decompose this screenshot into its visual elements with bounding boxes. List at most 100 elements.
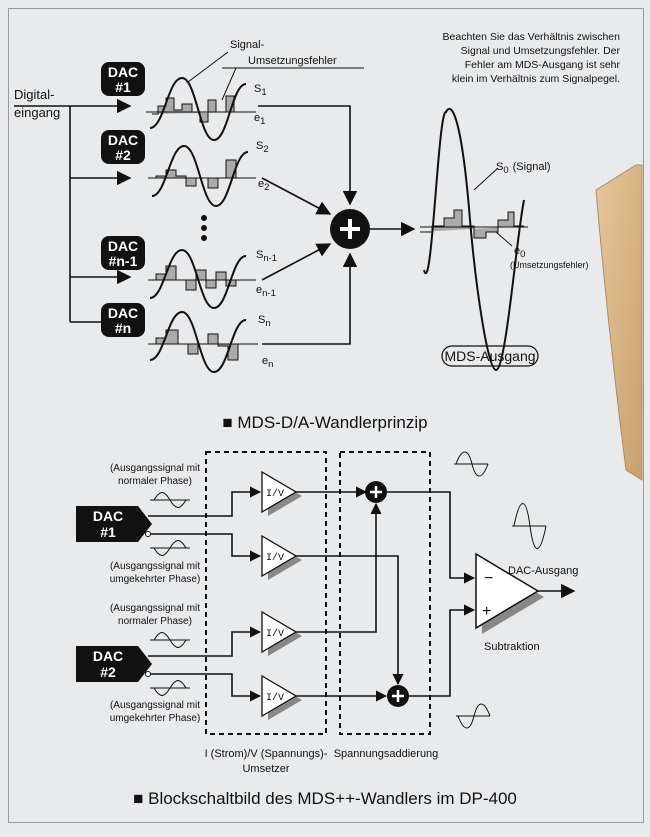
sn-label: Sn <box>258 314 271 329</box>
iv-amp-2: I/V <box>261 534 302 580</box>
svg-text:#2: #2 <box>115 147 131 163</box>
sum-wire-4 <box>262 252 358 345</box>
digital-input-label-2: eingang <box>14 105 60 120</box>
svg-text:DAC: DAC <box>108 305 138 321</box>
signal-leader <box>187 51 229 83</box>
svg-text:#n: #n <box>115 320 131 336</box>
bottom-caption: ■ Blockschaltbild des MDS++-Wandlers im … <box>133 789 517 808</box>
e1-label: e1 <box>254 112 265 127</box>
en-label: en <box>262 355 273 370</box>
note-line-4: klein im Verhältnis zum Signalpegel. <box>452 73 620 85</box>
e0-leader <box>495 231 513 247</box>
waveform-dac-2 <box>148 144 256 208</box>
wood-panel <box>595 164 643 481</box>
svg-text:I/V: I/V <box>266 552 284 564</box>
s0-label: S0(Signal) <box>496 161 551 176</box>
iv-amp-4: I/V <box>261 674 302 720</box>
mds-block-diagram: (Ausgangssignal mit normaler Phase) (Aus… <box>76 451 578 808</box>
iv-converter-box <box>205 451 327 735</box>
adder-1 <box>365 481 387 503</box>
s2-label: S2 <box>256 140 269 155</box>
dac-output-waveform <box>512 503 547 549</box>
digital-input-label: Digital- <box>14 87 54 102</box>
ellipsis-dot-3 <box>201 235 207 241</box>
e0-label: e0 <box>514 245 525 260</box>
error-label: Umsetzungsfehler <box>248 55 337 67</box>
e0-caption: (Umsetzungsfehler) <box>510 260 589 270</box>
dac-box-n-1: DAC #n-1 <box>101 236 145 270</box>
s0-leader <box>473 167 499 191</box>
inverted-phase-1-line1: (Ausgangssignal mit <box>110 561 200 572</box>
dac2-normal-wire <box>148 626 262 657</box>
svg-text:DAC: DAC <box>93 648 123 664</box>
adder2-waveform <box>456 703 491 729</box>
subtractor-amp: − + <box>475 552 544 634</box>
amp2-to-adder2 <box>296 555 404 686</box>
svg-text:DAC: DAC <box>93 508 123 524</box>
error-leader <box>221 67 237 101</box>
dac-box-n: DAC #n <box>101 303 145 337</box>
amp3-to-adder1 <box>296 502 382 633</box>
mds-output-label: MDS-Ausgang <box>444 348 535 364</box>
dac1-normal-wire <box>148 486 262 517</box>
note-line-3: Fehler am MDS-Ausgang ist sehr <box>465 59 621 71</box>
inverted-phase-2-line2: umgekehrter Phase) <box>110 713 201 724</box>
adder-2 <box>387 685 409 707</box>
mds-output-box <box>441 345 539 367</box>
voltage-addition-box <box>339 451 431 735</box>
svg-text:−: − <box>484 570 493 587</box>
voltage-add-label: Spannungsaddierung <box>334 748 439 760</box>
normal-phase-2-line1: (Ausgangssignal mit <box>110 603 200 614</box>
e2-label: e2 <box>258 178 269 193</box>
waveform-dac-1 <box>146 76 256 142</box>
en-1-label: en-1 <box>256 284 276 299</box>
sum-wire-3 <box>261 243 332 281</box>
waveform-dac-n-1 <box>148 248 256 310</box>
inverted-phase-2-line1: (Ausgangssignal mit <box>110 700 200 711</box>
dac-box-2: DAC #2 <box>101 130 145 164</box>
normal-phase-2-line2: normaler Phase) <box>118 616 192 627</box>
svg-text:I/V: I/V <box>266 488 284 500</box>
mds-principle-diagram: Digital- eingang DAC #1 DAC #2 DAC #n-1 <box>14 31 620 432</box>
dac1-block: DAC #1 <box>76 506 152 542</box>
s1-label: S1 <box>254 83 267 98</box>
svg-text:I/V: I/V <box>266 628 284 640</box>
sn-1-label: Sn-1 <box>256 249 277 264</box>
dac2-block: DAC #2 <box>76 646 152 682</box>
dac2-inverted-wire <box>150 673 262 702</box>
svg-text:I/V: I/V <box>266 692 284 704</box>
adder1-to-subtractor <box>387 491 476 584</box>
ellipsis-dot-2 <box>201 225 207 231</box>
normal-phase-1-line2: normaler Phase) <box>118 476 192 487</box>
iv-amp-1: I/V <box>261 470 302 516</box>
iv-amp-3: I/V <box>261 610 302 656</box>
note-line-2: Signal und Umsetzungsfehler. Der <box>461 45 621 57</box>
inverted-phase-1-line2: umgekehrter Phase) <box>110 574 201 585</box>
svg-text:DAC: DAC <box>108 238 138 254</box>
dac-output-label: DAC-Ausgang <box>508 565 578 577</box>
svg-text:#2: #2 <box>100 664 116 680</box>
svg-text:#1: #1 <box>115 79 131 95</box>
adder2-to-subtractor <box>409 604 476 697</box>
svg-text:DAC: DAC <box>108 64 138 80</box>
normal-phase-1-line1: (Ausgangssignal mit <box>110 463 200 474</box>
subtraction-label: Subtraktion <box>484 641 540 653</box>
converter-label-1: I (Strom)/V (Spannungs)- <box>205 748 328 760</box>
dac1-inverted-wire <box>150 533 262 562</box>
sum-wire-1 <box>258 105 358 206</box>
top-caption: ■ MDS-D/A-Wandlerprinzip <box>222 413 427 432</box>
dac-box-1: DAC #1 <box>101 62 145 96</box>
sum-wire-2 <box>261 177 332 215</box>
svg-text:+: + <box>482 603 491 620</box>
ellipsis-dot-1 <box>201 215 207 221</box>
svg-text:DAC: DAC <box>108 132 138 148</box>
summing-node <box>330 209 370 249</box>
waveform-dac-n <box>148 310 258 374</box>
svg-text:#n-1: #n-1 <box>109 253 138 269</box>
note-line-1: Beachten Sie das Verhältnis zwischen <box>443 31 621 43</box>
adder1-waveform <box>454 451 489 477</box>
converter-label-2: Umsetzer <box>242 763 289 775</box>
mds-output-waveform <box>420 107 528 372</box>
svg-text:#1: #1 <box>100 524 116 540</box>
